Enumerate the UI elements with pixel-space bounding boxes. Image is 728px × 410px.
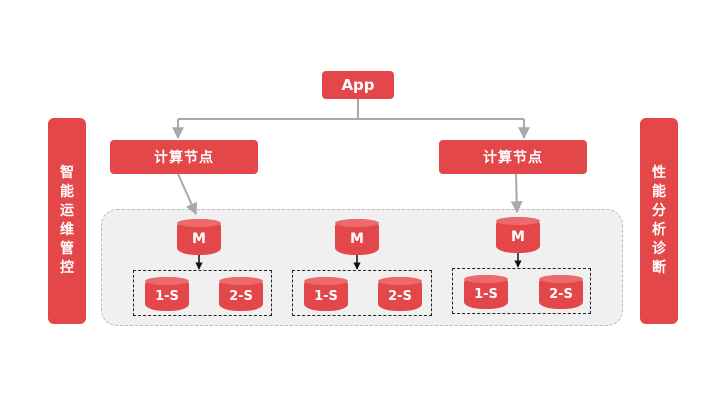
side-char: 维 [60, 222, 74, 238]
app-node: App [322, 71, 394, 99]
replica-db-label: 1-S [314, 288, 338, 304]
side-char: 能 [652, 184, 666, 200]
replica-db: 1-S [145, 277, 189, 311]
arrow-compute-left-to-master [177, 173, 198, 216]
replica-db-label: 1-S [474, 286, 498, 302]
master-db-label: M [350, 231, 364, 247]
side-char: 分 [652, 203, 666, 219]
side-char: 断 [652, 260, 666, 276]
side-char: 诊 [652, 241, 666, 257]
compute-node-label: 计算节点 [483, 150, 543, 166]
side-panel-ops-management: 智 能 运 维 管 控 [48, 118, 86, 324]
arrow-compute-right-to-master [510, 173, 523, 214]
replica-group [133, 270, 272, 316]
side-char: 运 [60, 203, 74, 219]
side-char: 析 [652, 222, 666, 238]
replica-db: 1-S [304, 277, 348, 311]
replica-db-label: 2-S [229, 288, 253, 304]
compute-node-label: 计算节点 [154, 150, 214, 166]
replica-db-label: 2-S [549, 286, 573, 302]
replica-group [452, 268, 591, 314]
compute-node-right: 计算节点 [439, 140, 587, 174]
replica-db-label: 2-S [388, 288, 412, 304]
master-db: M [177, 219, 221, 255]
app-label: App [341, 76, 375, 94]
replica-db: 2-S [219, 277, 263, 311]
compute-node-left: 计算节点 [110, 140, 258, 174]
side-char: 智 [60, 165, 74, 181]
master-db-label: M [511, 229, 525, 245]
side-char: 性 [652, 165, 666, 181]
side-char: 管 [60, 241, 74, 257]
replica-db: 1-S [464, 275, 508, 309]
side-char: 控 [60, 260, 74, 276]
replica-group [292, 270, 432, 316]
side-char: 能 [60, 184, 74, 200]
side-panel-performance-diagnosis: 性 能 分 析 诊 断 [640, 118, 678, 324]
master-db: M [496, 217, 540, 253]
replica-db: 2-S [539, 275, 583, 309]
replica-db-label: 1-S [155, 288, 179, 304]
master-db: M [335, 219, 379, 255]
replica-db: 2-S [378, 277, 422, 311]
master-db-label: M [192, 231, 206, 247]
